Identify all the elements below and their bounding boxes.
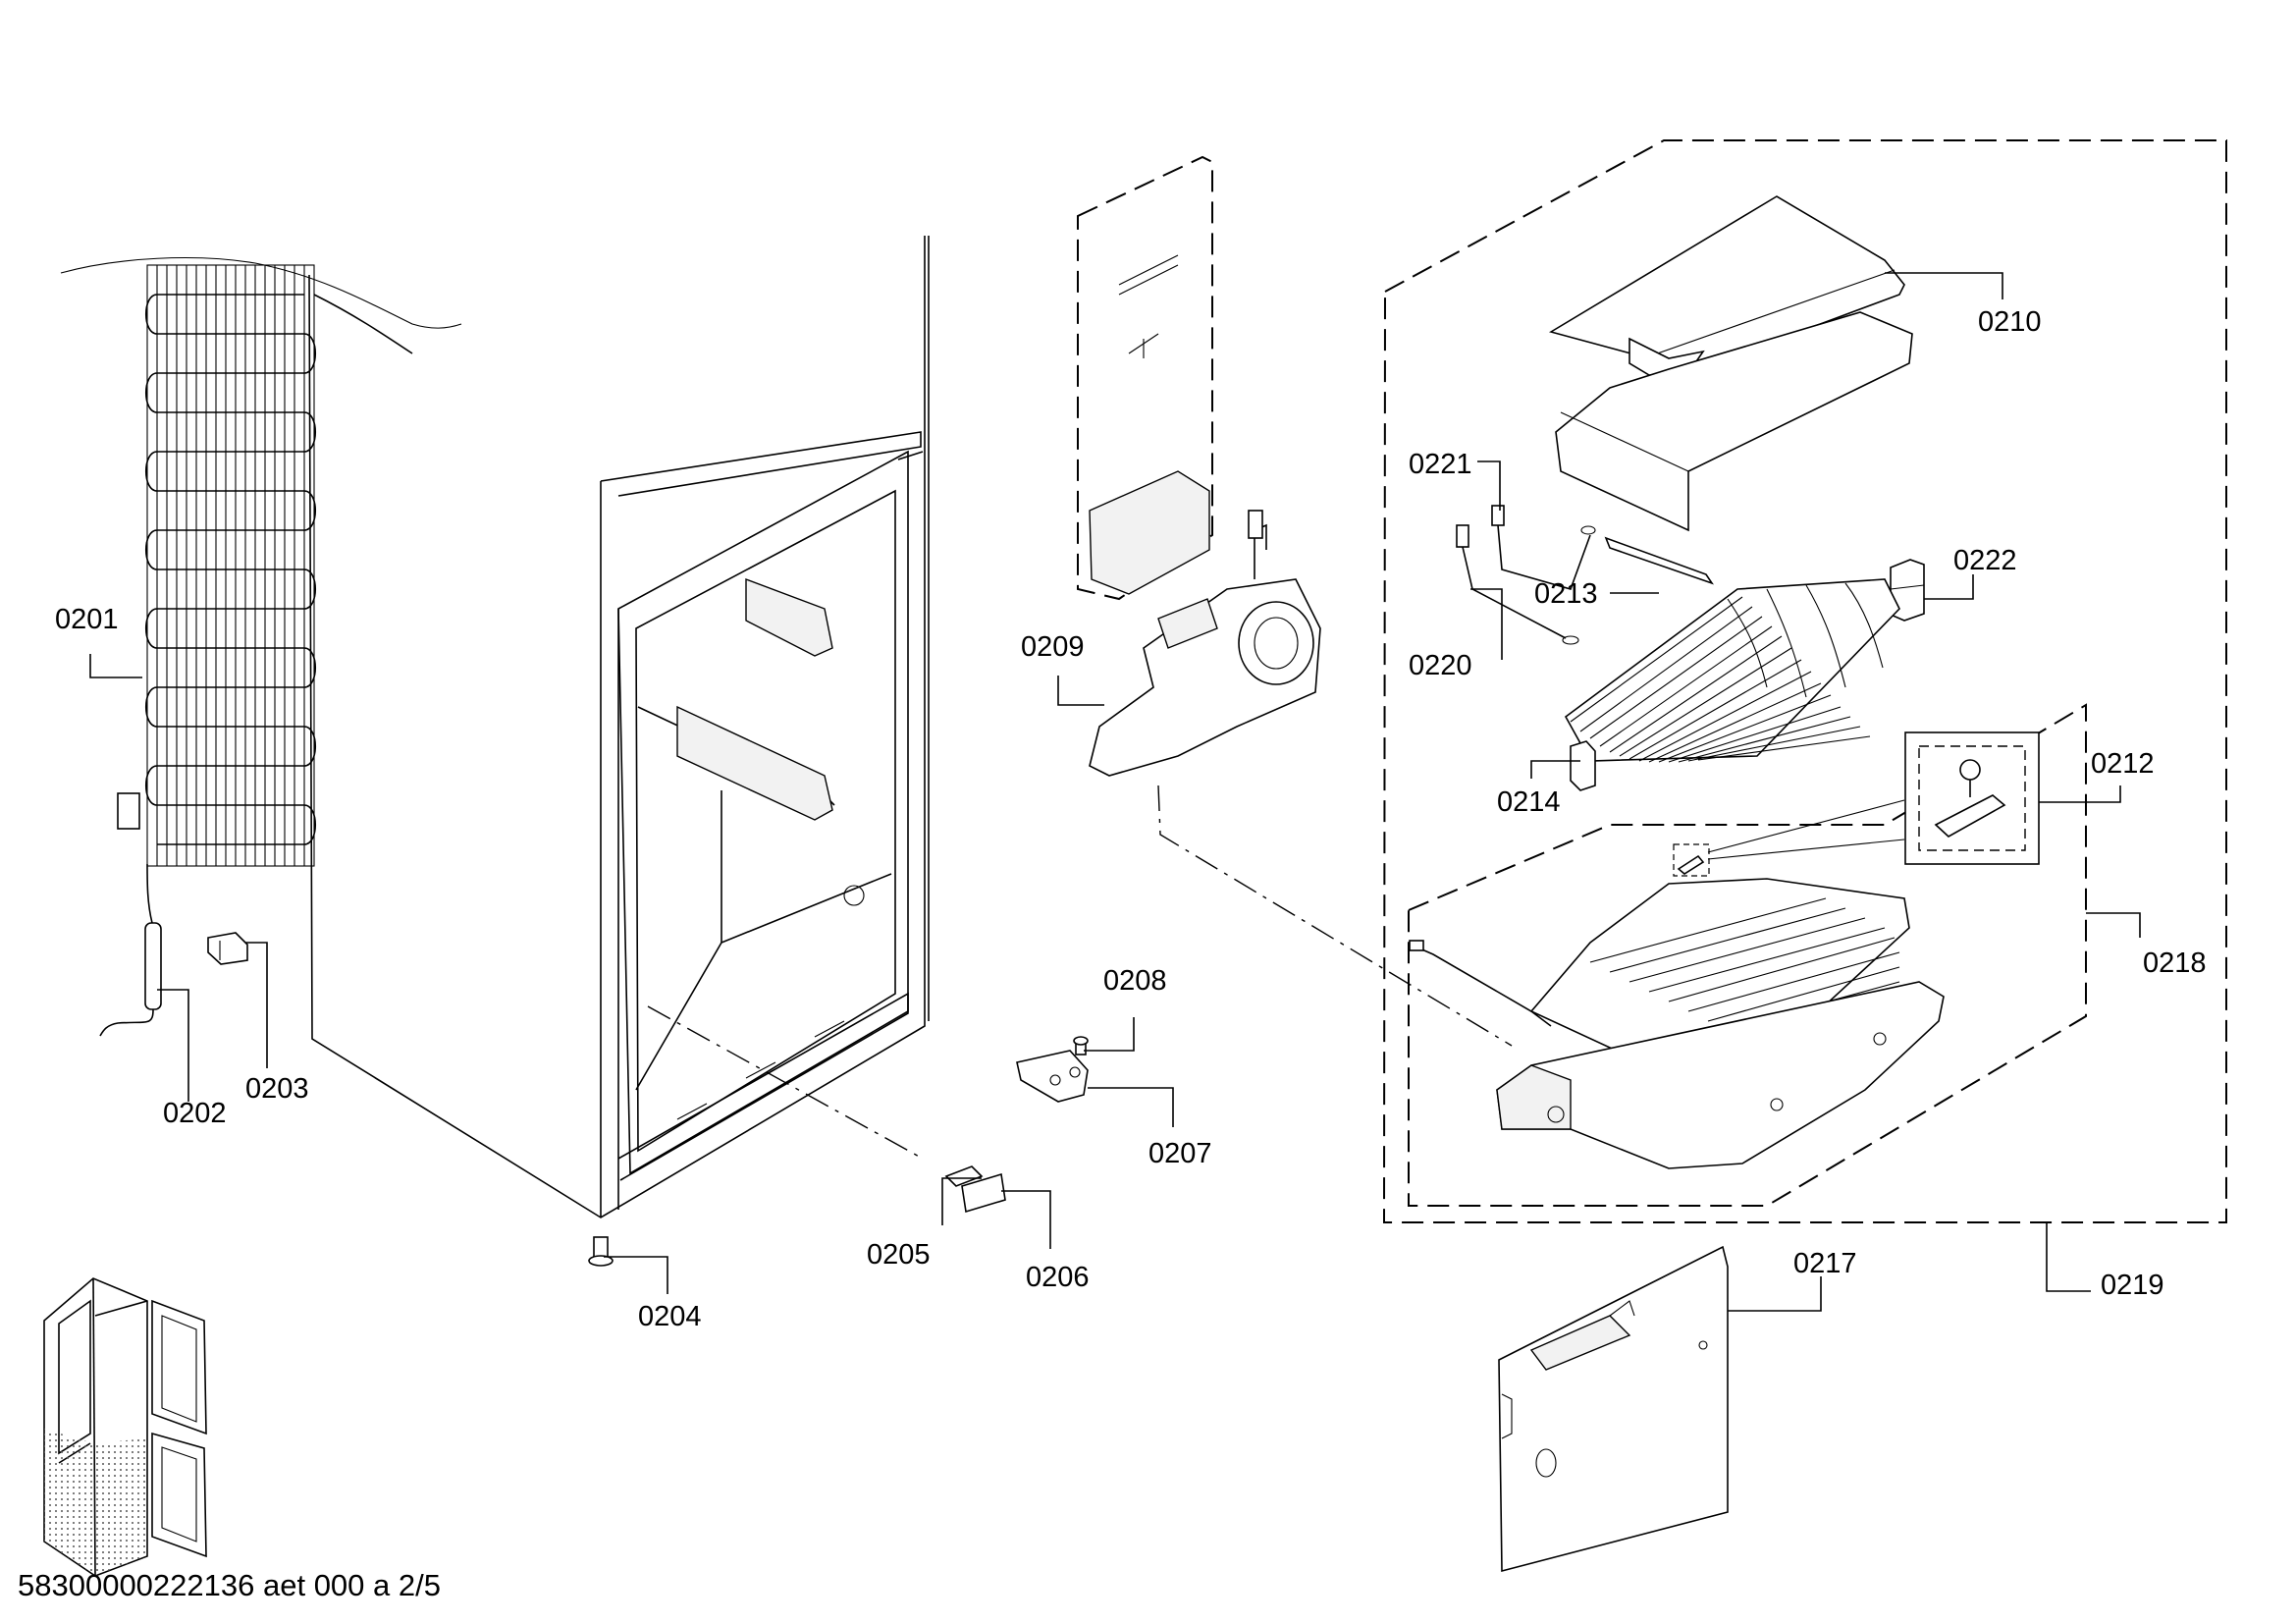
callout-0209: 0209: [1021, 631, 1085, 663]
callout-labels: 0201 0202 0203 0204 0205 0206 0207 0208 …: [55, 306, 2207, 1332]
condenser-coil: [60, 257, 462, 924]
callout-0203: 0203: [245, 1073, 309, 1105]
callout-0202: 0202: [163, 1098, 227, 1129]
screw-0208: [1073, 1036, 1089, 1056]
air-duct-panel: [1077, 155, 1213, 601]
evaporator-coil: [1564, 578, 1900, 763]
evaporator-cover: [1548, 195, 1913, 532]
small-clip: [207, 932, 248, 965]
callout-0213: 0213: [1534, 578, 1598, 610]
callout-0208: 0208: [1103, 965, 1167, 997]
cover-0206: [961, 1172, 1006, 1214]
screw-0204: [588, 1236, 614, 1267]
callout-0201: 0201: [55, 604, 119, 635]
document-id: 58300000222136 aet 000 a 2/5: [18, 1568, 441, 1602]
fan-assembly: [1089, 510, 1321, 777]
callout-0212: 0212: [2091, 748, 2155, 780]
rear-cover-panel: [1498, 1245, 1729, 1573]
refrigerator-thumbnail: [43, 1277, 207, 1577]
callout-0205: 0205: [867, 1239, 931, 1271]
callout-0206: 0206: [1026, 1262, 1090, 1293]
callout-0217: 0217: [1793, 1248, 1857, 1279]
assembly-boundary-0219: [1382, 139, 2227, 1223]
drain-tray: [1409, 878, 1945, 1169]
filter-dryer: [99, 922, 162, 1037]
callout-0204: 0204: [638, 1301, 702, 1332]
callout-0207: 0207: [1148, 1138, 1212, 1169]
callout-0210: 0210: [1978, 306, 2042, 338]
clip-0205: [944, 1165, 984, 1187]
callout-0214: 0214: [1497, 786, 1561, 818]
callout-0218: 0218: [2143, 947, 2207, 979]
callout-0220: 0220: [1409, 650, 1472, 681]
callout-0219: 0219: [2101, 1270, 2164, 1301]
detail-view-0212: [1673, 731, 2040, 877]
callout-0222: 0222: [1953, 545, 2017, 576]
leader-lines: [89, 272, 2141, 1312]
assembly-boundary-0218: [1408, 703, 2087, 1207]
callout-0221: 0221: [1409, 449, 1472, 480]
bracket-0207: [1016, 1050, 1089, 1103]
assembly-guide-lines: [647, 785, 1513, 1160]
refrigerator-cabinet: [308, 236, 930, 1218]
sensor-0221: [1491, 505, 1596, 590]
clip-0214: [1570, 740, 1596, 791]
heater-wire-0213: [1604, 536, 1714, 585]
